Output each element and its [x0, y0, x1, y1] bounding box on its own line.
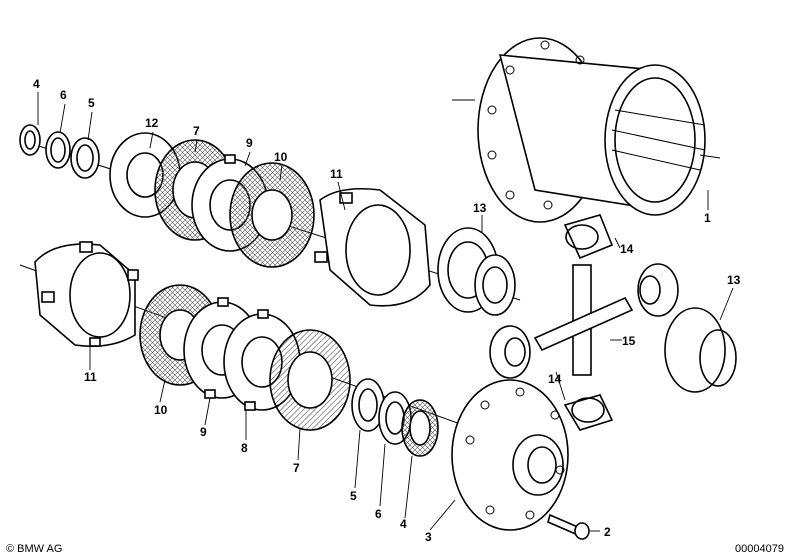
seal-ring-upper: [19, 124, 41, 156]
callout-4-bottom: 4: [400, 517, 407, 531]
callout-8: 8: [241, 441, 248, 455]
callout-13-right: 13: [727, 273, 741, 287]
side-gear-right: [664, 307, 737, 393]
pinion-gear-left: [489, 325, 531, 379]
callout-14-bottom: 14: [548, 372, 562, 386]
drawing-number: 00004079: [735, 543, 784, 555]
clutch-housing-lower: [34, 241, 139, 348]
callout-3: 3: [425, 530, 432, 544]
leader-lines: [37, 92, 734, 532]
callout-6-top: 6: [60, 88, 67, 102]
friction-disc-lower: [269, 329, 351, 431]
seal-ring-lower: [401, 399, 439, 457]
cross-shaft: [533, 264, 634, 376]
callout-11-bottom: 11: [84, 370, 97, 384]
shim-upper: [45, 131, 71, 169]
callout-6-bottom: 6: [375, 507, 382, 521]
callout-1: 1: [704, 211, 711, 225]
housing-bolt-holes: [487, 40, 585, 210]
callout-13-left: 13: [473, 201, 487, 215]
callout-15: 15: [622, 334, 636, 348]
callout-10-top: 10: [274, 150, 288, 164]
bolt: [547, 513, 590, 540]
callout-5-bottom: 5: [350, 489, 357, 503]
pinion-gear-right: [637, 263, 679, 317]
callout-5-top: 5: [88, 96, 95, 110]
copyright-text: © BMW AG: [6, 543, 62, 555]
callout-7-top: 7: [193, 124, 200, 138]
callout-14-top: 14: [620, 242, 634, 256]
callout-9-top: 9: [246, 136, 253, 150]
callout-4-top: 4: [33, 77, 40, 91]
pinion-gear-top: [563, 214, 614, 260]
callout-2: 2: [604, 525, 611, 539]
pinion-gear-bottom: [563, 394, 614, 431]
thrust-washer-upper: [70, 137, 100, 179]
callout-10-bottom: 10: [154, 403, 168, 417]
clutch-housing-upper: [314, 187, 431, 307]
callout-11-top: 11: [330, 167, 343, 181]
inner-clutch-plate-upper: [229, 162, 315, 268]
differential-housing: [452, 37, 721, 223]
side-gear-upper: [437, 227, 516, 316]
callout-12: 12: [145, 116, 159, 130]
housing-cover: [451, 379, 569, 531]
callout-9-bottom: 9: [200, 425, 207, 439]
callout-7-bottom: 7: [293, 461, 300, 475]
